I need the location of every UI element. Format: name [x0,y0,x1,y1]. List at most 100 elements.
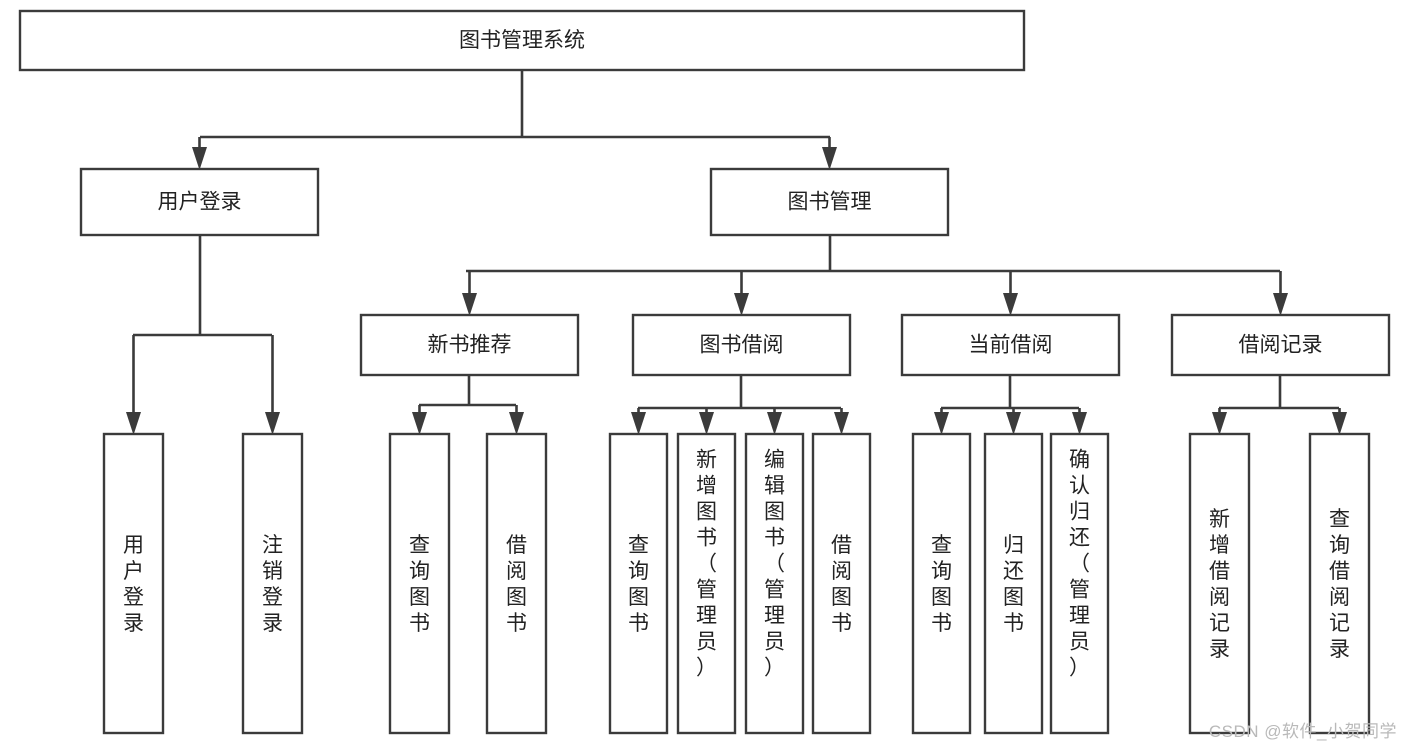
node-label: 确认归还（管理员） [1069,448,1090,679]
arrow-head-icon [1003,293,1018,316]
node-label-char: 登 [262,586,283,609]
node-root[interactable]: 图书管理系统 [18,9,1026,72]
node-box[interactable] [1049,432,1110,735]
node-box[interactable] [388,432,451,735]
node-label-char: 借 [1209,560,1230,583]
node-leaf-record-query[interactable]: 查询借阅记录 [1308,432,1371,735]
node-leaf-record-add[interactable]: 新增借阅记录 [1188,432,1251,735]
node-label-char: 管 [1069,578,1090,601]
node-leaf-new-query[interactable]: 查询图书 [388,432,451,735]
node-label-char: 登 [123,586,144,609]
node-box[interactable] [676,432,737,735]
node-box[interactable] [631,313,852,377]
node-label-char: 询 [628,560,649,583]
connector-group-bus-current [941,375,1079,410]
node-leaf-borrow-take[interactable]: 借阅图书 [811,432,872,735]
node-leaf-borrow-edit[interactable]: 编辑图书（管理员） [744,432,805,735]
node-label: 新增图书（管理员） [696,448,717,679]
node-label-char: 图 [831,586,852,609]
node-box[interactable] [811,432,872,735]
node-leaf-current-confirm[interactable]: 确认归还（管理员） [1049,432,1110,735]
node-label-char: 还 [1069,526,1090,549]
node-records[interactable]: 借阅记录 [1170,313,1391,377]
node-label-char: （ [764,552,785,575]
node-label: 注销登录 [262,534,283,635]
node-leaf-current-return[interactable]: 归还图书 [983,432,1044,735]
node-newbook[interactable]: 新书推荐 [359,313,580,377]
node-leaf-user-logout[interactable]: 注销登录 [241,432,304,735]
node-label-char: 阅 [1209,586,1230,609]
node-label-char: 录 [1329,638,1350,661]
arrow-head-icon [265,412,280,435]
node-leaf-borrow-query[interactable]: 查询图书 [608,432,669,735]
node-box[interactable] [485,432,548,735]
connector-group-bus-newbook [419,375,516,407]
node-label: 归还图书 [1003,534,1024,635]
connector-group-bus-borrow [638,375,841,410]
node-label-char: 询 [931,560,952,583]
node-label-char: 阅 [831,560,852,583]
node-label-char: 员 [1069,630,1090,653]
node-box[interactable] [359,313,580,377]
node-label: 编辑图书（管理员） [764,448,785,679]
node-label-char: 书 [409,612,430,635]
node-label-char: （ [696,552,717,575]
node-label: 查询图书 [409,534,430,635]
node-label-char: 注 [262,534,283,557]
node-leaf-current-query[interactable]: 查询图书 [911,432,972,735]
node-label-char: 借 [1329,560,1350,583]
node-box[interactable] [241,432,304,735]
node-box[interactable] [1188,432,1251,735]
node-leaf-borrow-add[interactable]: 新增图书（管理员） [676,432,737,735]
node-box[interactable] [911,432,972,735]
node-label-char: 新 [696,448,717,471]
arrow-head-icon [1072,412,1087,435]
node-leaf-new-borrow[interactable]: 借阅图书 [485,432,548,735]
node-label-char: 书 [506,612,527,635]
node-label-char: 图 [628,586,649,609]
csdn-watermark: CSDN @软件_小贺同学 [1208,722,1397,741]
node-box[interactable] [900,313,1121,377]
node-label-char: 编 [764,448,785,471]
node-label: 用户登录 [158,191,242,214]
node-label-char: 询 [409,560,430,583]
node-label-char: 员 [696,630,717,653]
node-box[interactable] [983,432,1044,735]
node-box[interactable] [79,167,320,237]
node-label-char: 认 [1069,474,1090,497]
node-label-char: 查 [1329,508,1350,531]
arrow-head-icon [1212,412,1227,435]
node-label-char: 图 [409,586,430,609]
node-label-char: 书 [1003,612,1024,635]
node-login[interactable]: 用户登录 [79,167,320,237]
node-label: 查询图书 [931,534,952,635]
arrow-head-icon [1273,293,1288,316]
node-label-char: 理 [1069,604,1090,627]
connector-group-bus-root [200,70,830,139]
node-label-char: 理 [764,604,785,627]
node-label-char: ） [696,656,717,679]
arrow-head-icon [699,412,714,435]
node-label-char: 员 [764,630,785,653]
node-label-char: 阅 [506,560,527,583]
node-box[interactable] [1170,313,1391,377]
node-box[interactable] [709,167,950,237]
node-current[interactable]: 当前借阅 [900,313,1121,377]
node-box[interactable] [744,432,805,735]
node-box[interactable] [608,432,669,735]
node-leaf-user-login[interactable]: 用户登录 [102,432,165,735]
arrow-head-icon [767,412,782,435]
arrow-head-icon [1006,412,1021,435]
node-label-char: 询 [1329,534,1350,557]
node-box[interactable] [102,432,165,735]
node-borrow[interactable]: 图书借阅 [631,313,852,377]
node-box[interactable] [1308,432,1371,735]
node-label-char: 图 [1003,586,1024,609]
arrow-head-icon [192,147,207,170]
node-label-char: 书 [696,526,717,549]
node-bookmgmt[interactable]: 图书管理 [709,167,950,237]
node-box[interactable] [18,9,1026,72]
node-label-char: 记 [1329,612,1350,635]
node-label-char: 归 [1003,534,1024,557]
